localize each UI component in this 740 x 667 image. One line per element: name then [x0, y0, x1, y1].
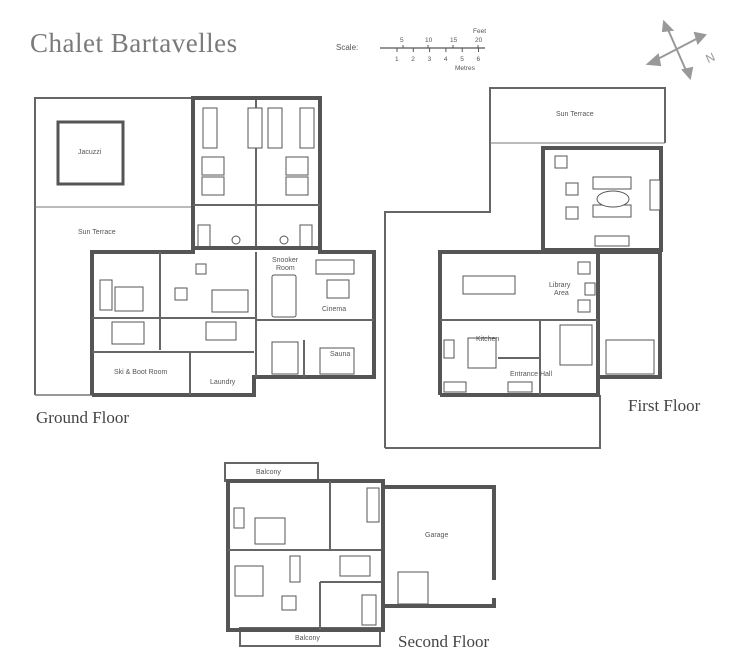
first-floor-label: First Floor	[628, 396, 701, 415]
scale-metre-tick: 6	[477, 56, 481, 63]
room-label-jacuzzi: Jacuzzi	[78, 149, 102, 156]
scale-metre-tick: 4	[444, 56, 448, 63]
room-label-snooker-room: Room	[276, 265, 295, 272]
room-label-entrance-hall: Entrance Hall	[510, 371, 552, 378]
room-label-cinema: Cinema	[322, 306, 346, 313]
scale-feet-label: Feet	[473, 28, 486, 35]
second-floor-label: Second Floor	[398, 632, 490, 651]
scale-metre-tick: 2	[411, 56, 415, 63]
room-label-sun-terrace-ground: Sun Terrace	[78, 229, 116, 236]
ground-floor-label: Ground Floor	[36, 408, 130, 427]
scale-bar: Scale: Feet 5 10 15 20 1 2 3 4 5 6 Metres	[336, 28, 486, 72]
room-label-kitchen: Kitchen	[476, 336, 499, 343]
room-label-sun-terrace-first: Sun Terrace	[556, 111, 594, 118]
scale-feet-tick: 15	[450, 37, 458, 44]
scale-metre-tick: 3	[428, 56, 432, 63]
scale-metres-label: Metres	[455, 65, 476, 72]
scale-feet-tick: 10	[425, 37, 433, 44]
compass-north-label: N	[703, 50, 717, 66]
second-floor-plan	[224, 462, 496, 647]
room-label-snooker: Snooker	[272, 257, 299, 264]
plan-title: Chalet Bartavelles	[30, 28, 238, 58]
room-label-laundry: Laundry	[210, 379, 236, 386]
room-label-library-area: Area	[554, 290, 569, 297]
ground-floor-plan	[34, 96, 376, 397]
room-label-balcony-top: Balcony	[256, 469, 281, 476]
room-label-balcony-bottom: Balcony	[295, 635, 320, 642]
room-label-ski-boot: Ski & Boot Room	[114, 369, 167, 376]
scale-metre-tick: 1	[395, 56, 399, 63]
room-label-library: Library	[549, 282, 571, 289]
room-label-garage: Garage	[425, 532, 448, 539]
scale-feet-tick: 5	[400, 37, 404, 44]
scale-metre-tick: 5	[460, 56, 464, 63]
scale-label: Scale:	[336, 43, 358, 52]
first-floor-plan	[384, 87, 666, 449]
scale-feet-tick: 20	[475, 37, 483, 44]
room-label-sauna: Sauna	[330, 351, 350, 358]
compass-arrows-icon	[645, 19, 707, 81]
